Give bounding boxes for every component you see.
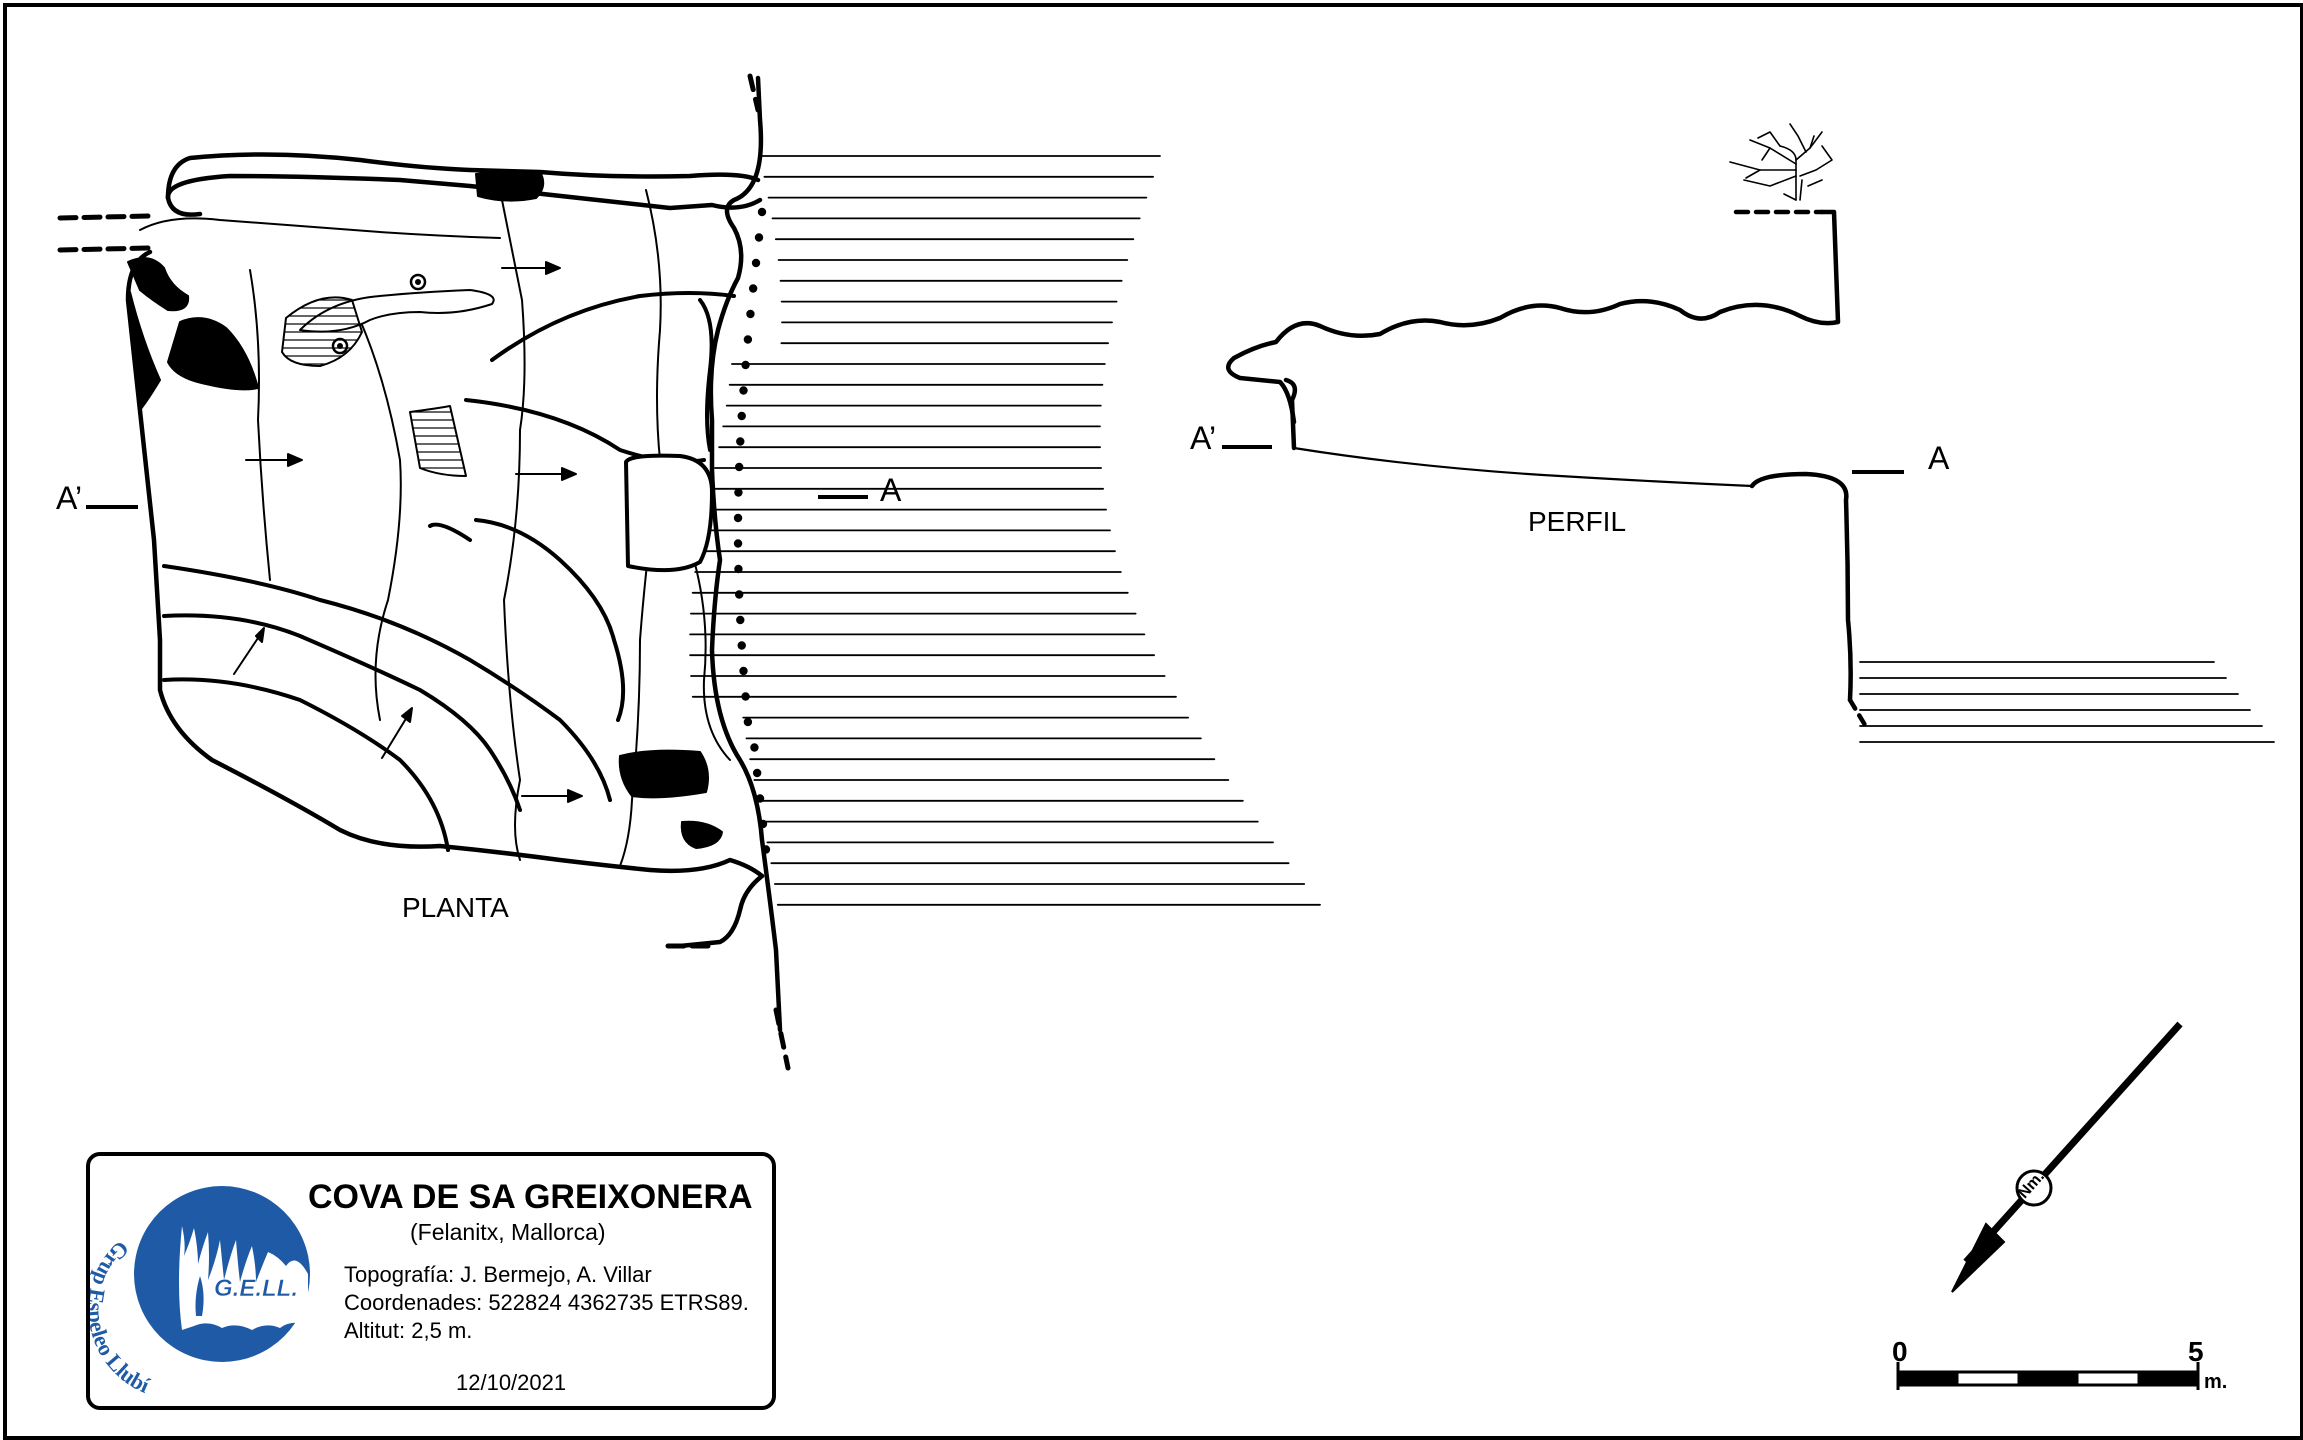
ledge [162, 564, 612, 802]
profile-floor-step [1283, 377, 1298, 451]
boulder [680, 820, 723, 849]
drip-line [693, 559, 731, 761]
hatched-area [281, 296, 363, 367]
plan-section-left: A’ [56, 480, 83, 516]
altitude: Altitut: 2,5 m. [344, 1318, 473, 1343]
profile-section-left: A’ [1190, 420, 1217, 456]
profile-right-wall [1749, 471, 1853, 703]
scale-start: 0 [1892, 1336, 1908, 1367]
wall-dashes-bottom [773, 1007, 791, 1071]
ledge [464, 398, 706, 464]
survey-credits: Topografía: J. Bermejo, A. Villar [344, 1262, 652, 1287]
title-block: Grup Espeleo Llubí G.E.LL. COVA DE SA GR… [86, 1152, 776, 1410]
west-wall [125, 249, 765, 879]
profile-ceiling [1226, 209, 1841, 425]
club-logo: Grup Espeleo Llubí G.E.LL. [90, 1186, 310, 1398]
cave-outline [708, 75, 783, 1033]
ledge [162, 613, 522, 812]
plan-view [57, 73, 1321, 1071]
coast-dots [733, 207, 771, 854]
profile-section-marks [1222, 445, 1904, 474]
tree-icon [1729, 123, 1833, 201]
flow-arrows [233, 261, 583, 803]
cave-location: (Felanitx, Mallorca) [410, 1219, 606, 1245]
boulder [129, 291, 161, 411]
entry-dashes-mid [57, 245, 153, 253]
boulder [618, 749, 709, 799]
plan-section-marks [86, 495, 868, 509]
north-arrow-icon [1951, 1021, 2183, 1293]
profile-view [1226, 123, 2275, 743]
drip-line [499, 189, 526, 861]
cave-name: COVA DE SA GREIXONERA [308, 1178, 753, 1216]
pillar [624, 453, 714, 573]
entry-dashes-top [57, 213, 153, 221]
boulder [475, 170, 545, 202]
upper-inner-line [139, 217, 501, 239]
ledge [698, 298, 714, 452]
ledge [428, 522, 472, 542]
upper-chamber [165, 152, 761, 201]
ledge [490, 291, 736, 362]
logo-acronym: G.E.LL. [214, 1275, 298, 1302]
scale-unit: m. [2204, 1371, 2228, 1393]
plan-label: PLANTA [402, 892, 509, 923]
scale-end: 5 [2188, 1336, 2204, 1367]
survey-date: 12/10/2021 [456, 1370, 567, 1395]
sea-hatching-plan [689, 155, 1321, 906]
drip-point-icon [409, 273, 427, 291]
scale-bar [1896, 1362, 2200, 1390]
logo-cave-silhouette [179, 1226, 308, 1330]
boulder [167, 317, 259, 391]
profile-label: PERFIL [1528, 506, 1627, 537]
cave-outline-west [165, 173, 763, 217]
profile-section-right: A [1928, 440, 1950, 476]
plan-section-right: A [880, 472, 902, 508]
hatched-area [409, 405, 467, 477]
ledge [474, 518, 626, 722]
boulder [127, 257, 190, 312]
drip-point-icon [331, 337, 349, 355]
drip-line [249, 269, 271, 581]
wall-dashes-top [747, 73, 761, 113]
drip-line [359, 319, 402, 721]
sea-hatching-profile [1859, 661, 2275, 743]
lower-passage [677, 873, 765, 949]
ledge [162, 677, 450, 852]
coordinates: Coordenades: 522824 4362735 ETRS89. [344, 1290, 749, 1315]
profile-floor [1292, 446, 1754, 488]
profile-right-dashes [1847, 697, 1871, 733]
